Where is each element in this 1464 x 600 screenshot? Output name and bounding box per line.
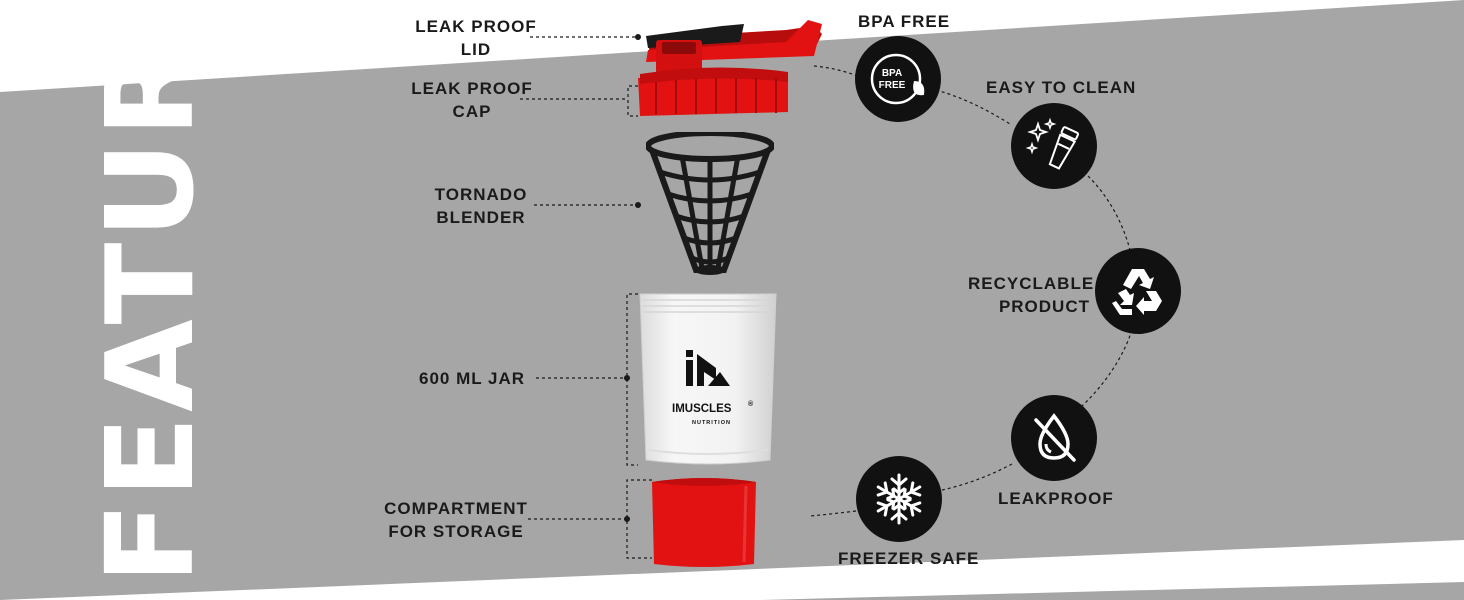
- label-600-ml-jar: 600 ML JAR: [419, 369, 526, 388]
- registered-mark: ®: [748, 400, 754, 408]
- label-leakproof: LEAKPROOF: [998, 489, 1114, 508]
- easy-to-clean-badge: [1011, 103, 1097, 189]
- label-storage-compartment: COMPARTMENT FOR STORAGE: [384, 499, 528, 541]
- shaker-lid-cap: [638, 20, 822, 116]
- freezer-safe-badge: [856, 456, 942, 542]
- bpa-free-badge: BPA FREE: [855, 36, 941, 122]
- bpa-icon-text-2: FREE: [879, 80, 906, 91]
- bpa-icon-text-1: BPA: [882, 68, 902, 79]
- label-leak-proof-lid: LEAK PROOF LID: [415, 17, 537, 59]
- label-easy-to-clean: EASY TO CLEAN: [986, 78, 1137, 97]
- tornado-blender-basket: [646, 132, 774, 275]
- label-recyclable-product: RECYCLABLE PRODUCT: [968, 274, 1095, 316]
- bpa-free-leaf-icon: BPA FREE: [870, 53, 925, 105]
- leakproof-badge: [1011, 395, 1097, 481]
- recycle-icon: [1112, 269, 1162, 315]
- label-bpa-free: BPA FREE: [858, 12, 951, 31]
- label-freezer-safe: FREEZER SAFE: [838, 549, 980, 568]
- recyclable-badge: [1095, 248, 1181, 334]
- brand-name: IMUSCLES: [672, 403, 732, 415]
- imuscles-logo: IMUSCLES ® NUTRITION: [672, 350, 754, 426]
- storage-compartment: [652, 478, 756, 567]
- no-drop-icon: [1034, 413, 1076, 462]
- label-leak-proof-cap: LEAK PROOF CAP: [411, 79, 533, 121]
- label-tornado-blender: TORNADO BLENDER: [434, 185, 528, 227]
- sparkle-shaker-icon: [1025, 117, 1080, 170]
- brand-sub: NUTRITION: [692, 420, 731, 426]
- 600-ml-jar: [639, 293, 777, 465]
- snowflake-icon: [873, 473, 925, 525]
